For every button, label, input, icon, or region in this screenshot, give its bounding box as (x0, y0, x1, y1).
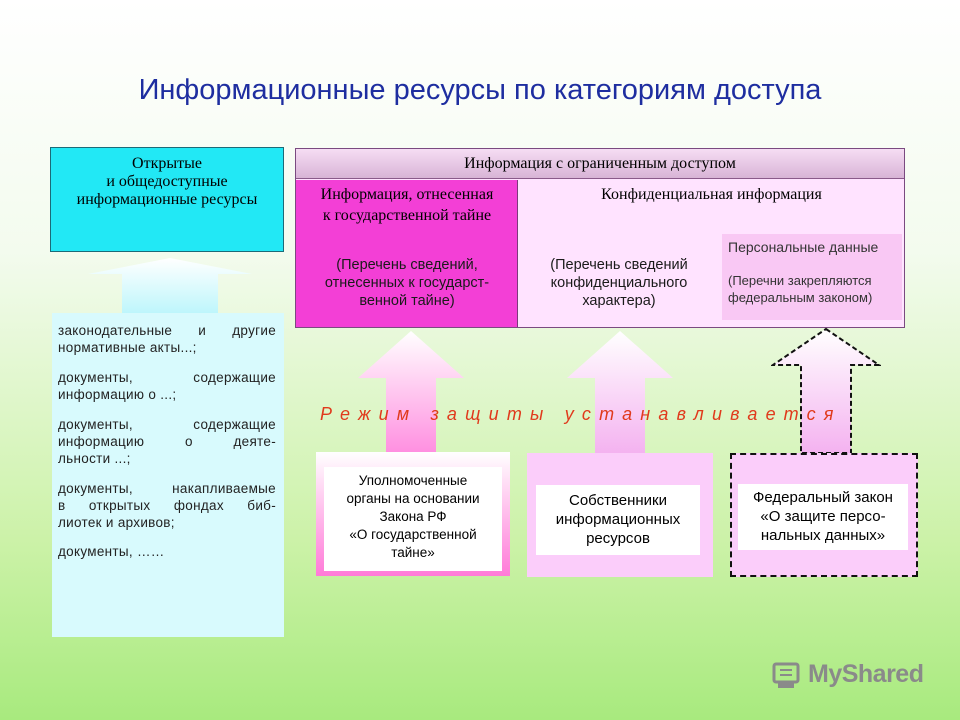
restricted-info-header: Информация с ограниченным доступом (296, 149, 904, 179)
list-item: документы, …… (58, 543, 276, 560)
authority-owners-text: Собственники информационных ресурсов (536, 491, 700, 548)
list-item-line: лиотек и архивов; (58, 515, 175, 530)
confidential-note-line: конфиденциального (550, 275, 688, 291)
myshared-watermark[interactable]: MyShared (808, 660, 924, 688)
authority-state-text: Уполномоченные органы на основании Закон… (324, 472, 502, 562)
page-title: Информационные ресурсы по категориям дос… (138, 74, 822, 106)
list-item-line: льности ...; (58, 451, 131, 466)
authority-line: Федеральный закон (753, 489, 893, 506)
state-secret-note-line: (Перечень сведений, (336, 257, 478, 273)
protection-regime-label: Режим защиты устанавливается (320, 404, 842, 424)
open-resources-line: информационные ресурсы (76, 191, 258, 208)
authority-line: ресурсов (586, 530, 650, 547)
list-item-line: документы, …… (58, 544, 165, 559)
list-item-line: документы, содержащие (58, 417, 276, 432)
open-resources-list (52, 313, 284, 637)
list-item-line: документы, содержащие (58, 370, 276, 385)
authority-box-federal-law-inner (738, 484, 908, 550)
authority-federal-law-text: Федеральный закон «О защите персо- нальн… (738, 488, 908, 545)
state-secret-title-line: к государственной тайне (322, 207, 492, 224)
open-resources-line: и общедоступные (106, 173, 228, 190)
personal-data-title: Персональные данные (728, 239, 879, 255)
personal-data-box (722, 234, 902, 320)
list-item: документы, содержащие информацию о ...; (58, 369, 276, 403)
open-resources-line: Открытые (132, 155, 202, 172)
authority-box-owners-inner (536, 485, 700, 555)
list-item-line: информацию о деяте- (58, 434, 276, 449)
authority-line: информационных (555, 511, 681, 528)
personal-data-note-line: (Перечни закрепляются (728, 273, 872, 288)
authority-line: нальных данных» (760, 527, 886, 544)
up-arrow-state-secret (358, 331, 464, 454)
state-secret-note: (Перечень сведений, отнесенных к государ… (296, 256, 518, 310)
up-arrow-open (88, 258, 252, 318)
authority-line: Собственники (569, 492, 667, 509)
state-secret-title-line: Информация, отнесенная (320, 186, 494, 203)
authority-line: «О защите персо- (760, 508, 886, 525)
list-item-line: документы, накапливаемые (58, 481, 276, 496)
list-item-line: информацию о ...; (58, 387, 177, 402)
authority-line: Закона РФ (379, 509, 447, 524)
authority-box-state-inner (324, 467, 502, 571)
myshared-logo-icon (772, 662, 800, 688)
list-item: документы, накапливаемые в открытых фонд… (58, 480, 276, 531)
list-item-line: законодательные и другие (58, 323, 276, 338)
state-secret-note-line: венной тайне) (359, 293, 455, 309)
state-secret-note-line: отнесенных к государст- (324, 275, 490, 291)
authority-line: органы на основании (346, 491, 480, 506)
authority-line: тайне» (391, 545, 435, 560)
confidential-info-title: Конфиденциальная информация (601, 186, 822, 203)
open-resources-box: Открытые и общедоступные информационные … (50, 147, 284, 252)
personal-data-note-line: федеральным законом) (728, 290, 873, 305)
confidential-note-line: характера) (582, 293, 656, 309)
state-secret-title: Информация, отнесенная к государственной… (296, 184, 518, 226)
authority-line: Уполномоченные (358, 473, 468, 488)
confidential-note-line: (Перечень сведений (550, 257, 688, 273)
list-item: документы, содержащие информацию о деяте… (58, 416, 276, 467)
personal-data-note: (Перечни закрепляются федеральным законо… (728, 272, 872, 306)
up-arrow-federal-law (771, 327, 881, 454)
list-item-line: нормативные акты...; (58, 340, 197, 355)
list-item: законодательные и другие нормативные акт… (58, 322, 276, 356)
up-arrow-owners (567, 331, 673, 454)
list-item-line: в открытых фондах биб- (58, 498, 276, 513)
authority-line: «О государственной (349, 527, 477, 542)
state-secret-cell (296, 180, 518, 327)
confidential-info-note: (Перечень сведений конфиденциального хар… (524, 256, 714, 310)
